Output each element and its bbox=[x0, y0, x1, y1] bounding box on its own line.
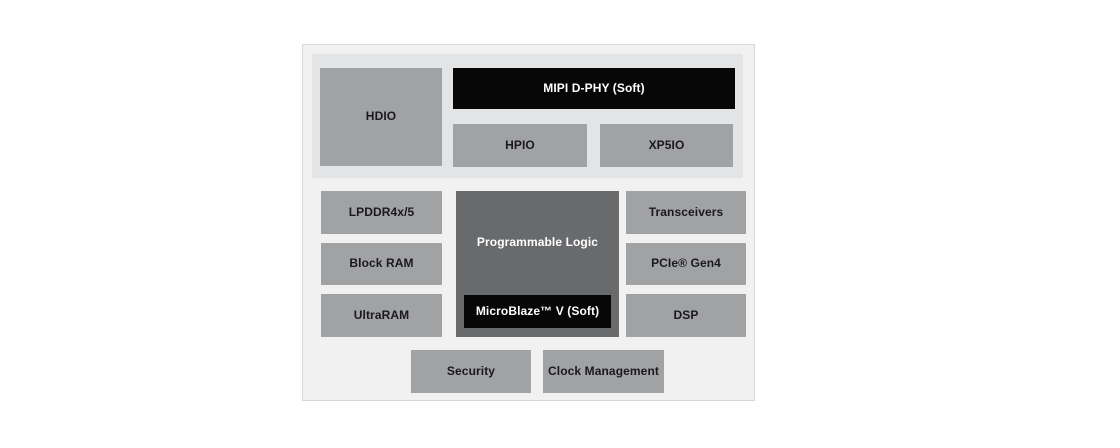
chip-outline: HDIO MIPI D-PHY (Soft) HPIO XP5IO LPDDR4… bbox=[302, 44, 755, 401]
block-hpio-label: HPIO bbox=[505, 137, 535, 152]
block-pcie-gen4-label: PCIe® Gen4 bbox=[651, 256, 721, 271]
block-microblaze-label: MicroBlaze™ V (Soft) bbox=[475, 303, 600, 318]
block-lpddr-label: LPDDR4x/5 bbox=[348, 204, 415, 219]
block-xp5io-label: XP5IO bbox=[648, 137, 685, 152]
block-microblaze: MicroBlaze™ V (Soft) bbox=[464, 295, 611, 328]
block-mipi-dphy: MIPI D-PHY (Soft) bbox=[453, 68, 735, 109]
block-programmable-logic: Programmable Logic MicroBlaze™ V (Soft) bbox=[456, 191, 619, 337]
block-transceivers: Transceivers bbox=[626, 191, 746, 234]
block-ultraram: UltraRAM bbox=[321, 294, 442, 337]
block-programmable-logic-label: Programmable Logic bbox=[476, 234, 599, 249]
block-xp5io: XP5IO bbox=[600, 124, 733, 167]
block-clock-management: Clock Management bbox=[543, 350, 664, 393]
block-mipi-dphy-label: MIPI D-PHY (Soft) bbox=[543, 80, 645, 95]
block-transceivers-label: Transceivers bbox=[648, 204, 724, 219]
io-bank-region: HDIO MIPI D-PHY (Soft) HPIO XP5IO bbox=[312, 54, 743, 178]
block-hdio-label: HDIO bbox=[365, 109, 397, 124]
block-lpddr: LPDDR4x/5 bbox=[321, 191, 442, 234]
block-hpio: HPIO bbox=[453, 124, 587, 167]
block-pcie-gen4: PCIe® Gen4 bbox=[626, 243, 746, 285]
block-hdio: HDIO bbox=[320, 68, 442, 166]
block-security: Security bbox=[411, 350, 531, 393]
block-clock-management-label: Clock Management bbox=[548, 363, 659, 378]
block-block-ram-label: Block RAM bbox=[349, 256, 414, 271]
block-ultraram-label: UltraRAM bbox=[353, 307, 410, 322]
block-security-label: Security bbox=[446, 363, 496, 378]
block-dsp: DSP bbox=[626, 294, 746, 337]
block-block-ram: Block RAM bbox=[321, 243, 442, 285]
block-dsp-label: DSP bbox=[673, 307, 699, 322]
